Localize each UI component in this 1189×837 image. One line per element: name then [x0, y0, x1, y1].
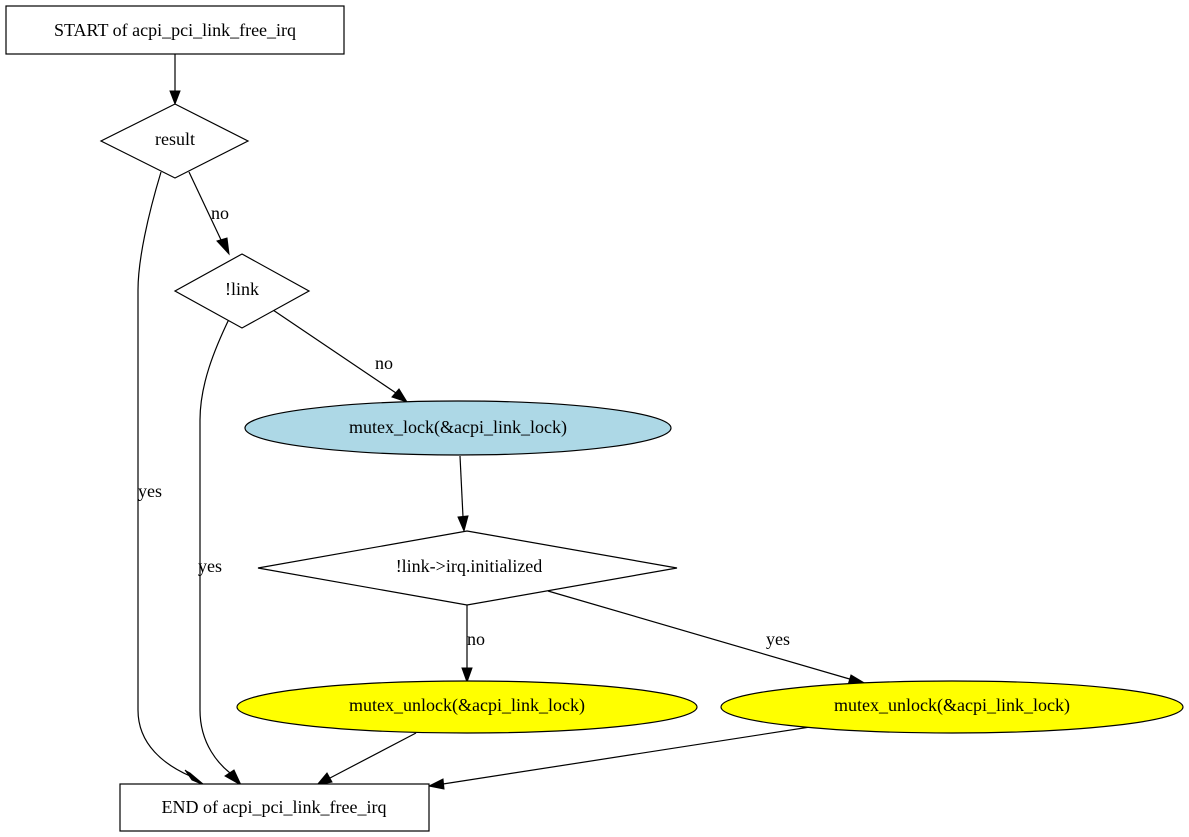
- edges: no yes no yes no yes: [137, 54, 868, 790]
- start-box: [5, 5, 345, 55]
- not-link-label: !link: [225, 279, 259, 299]
- edge-irq-to-unlock-yes: [547, 590, 854, 681]
- not-link-diamond: [173, 253, 311, 329]
- node-not-link: !link: [173, 253, 311, 329]
- edge-label-irq-yes: yes: [766, 629, 790, 649]
- node-end: END of acpi_pci_link_free_irq: [119, 783, 430, 832]
- edge-label-link-yes: yes: [198, 556, 222, 576]
- edge-label-irq-no: no: [467, 629, 485, 649]
- edge-label-result-yes: yes: [138, 481, 162, 501]
- edge-result-to-link-no: [188, 171, 223, 243]
- edge-result-to-end-yes: [137, 171, 191, 777]
- irq-initialized-label: !link->irq.initialized: [396, 556, 543, 576]
- end-label: END of acpi_pci_link_free_irq: [162, 797, 387, 817]
- node-start: START of acpi_pci_link_free_irq: [5, 5, 345, 55]
- arrowhead-link: [216, 237, 230, 256]
- edge-label-result-no: no: [211, 203, 229, 223]
- edge-link-to-end-yes: [199, 316, 231, 774]
- arrowhead-unlock-no: [461, 667, 473, 684]
- node-unlock-yes: mutex_unlock(&acpi_link_lock): [720, 680, 1184, 734]
- mutex-lock-label: mutex_lock(&acpi_link_lock): [349, 417, 567, 438]
- unlock-yes-label: mutex_unlock(&acpi_link_lock): [834, 695, 1070, 716]
- edge-label-link-no: no: [375, 353, 393, 373]
- edge-unlock-no-to-end: [329, 732, 417, 779]
- edge-unlock-yes-to-end: [442, 726, 811, 785]
- node-unlock-no: mutex_unlock(&acpi_link_lock): [236, 680, 698, 734]
- node-irq-initialized: !link->irq.initialized: [257, 530, 678, 606]
- arrowhead-end-2: [224, 769, 243, 787]
- irq-initialized-diamond: [257, 530, 678, 606]
- unlock-no-label: mutex_unlock(&acpi_link_lock): [349, 695, 585, 716]
- mutex-lock-ellipse: [244, 400, 672, 456]
- edge-link-to-lock-no: [272, 309, 397, 394]
- node-mutex-lock: mutex_lock(&acpi_link_lock): [244, 400, 672, 456]
- arrowhead-end-3: [315, 772, 333, 786]
- arrowhead-end-1b: [184, 769, 205, 786]
- unlock-no-ellipse: [236, 680, 698, 734]
- arrowhead-irq: [457, 515, 469, 533]
- edge-lock-to-irq: [459, 455, 464, 518]
- arrowhead-lock: [391, 388, 409, 403]
- unlock-yes-ellipse: [720, 680, 1184, 734]
- result-diamond: [99, 103, 250, 179]
- arrowhead-end-4: [427, 778, 445, 790]
- end-box: [119, 783, 430, 832]
- arrowhead-result: [169, 90, 181, 106]
- node-result: result: [99, 103, 250, 179]
- result-label: result: [155, 129, 195, 149]
- start-label: START of acpi_pci_link_free_irq: [54, 20, 296, 40]
